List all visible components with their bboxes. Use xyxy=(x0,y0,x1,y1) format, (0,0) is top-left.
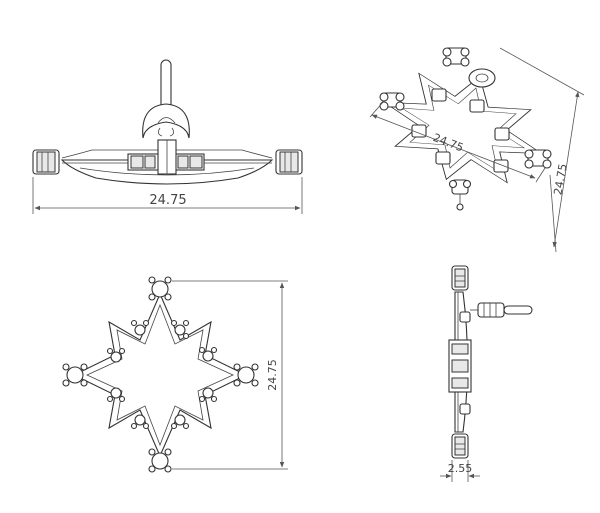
top-star-body xyxy=(72,292,248,458)
top-dimension-label: 24.75 xyxy=(266,359,279,391)
side-bottom-clamp xyxy=(451,433,469,459)
front-view: 24.75 xyxy=(32,59,303,214)
iso-clamp-top xyxy=(442,47,470,67)
top-dimension: 24.75 xyxy=(172,280,288,470)
iso-dimension-b: 24.75 xyxy=(499,47,585,253)
top-clamp-south xyxy=(148,448,172,473)
top-clamp-west xyxy=(62,363,88,387)
front-right-clamp xyxy=(275,149,303,175)
top-inner-clamps xyxy=(106,319,218,430)
top-view: 24.75 xyxy=(62,276,288,473)
iso-pole xyxy=(468,48,502,88)
iso-dimension-b-label: 24.75 xyxy=(551,163,569,196)
front-dimension-label: 24.75 xyxy=(149,193,186,208)
front-dimension: 24.75 xyxy=(32,177,303,214)
side-dimension-label: 2.55 xyxy=(448,462,473,475)
isometric-view: 24.75 24.75 xyxy=(369,47,585,253)
side-small-clamps xyxy=(459,311,471,415)
side-view: 2.55 xyxy=(440,265,533,482)
side-dimension: 2.55 xyxy=(440,460,480,482)
front-pole xyxy=(142,59,190,139)
side-hub xyxy=(448,339,472,393)
top-clamp-north xyxy=(148,276,172,301)
side-pole xyxy=(470,302,533,318)
iso-clamp-right xyxy=(524,149,552,169)
front-left-clamp xyxy=(32,149,60,175)
iso-clamp-bottom xyxy=(448,179,472,211)
top-clamp-east xyxy=(233,363,259,387)
front-center-hub xyxy=(127,139,205,175)
side-top-clamp xyxy=(451,265,469,291)
